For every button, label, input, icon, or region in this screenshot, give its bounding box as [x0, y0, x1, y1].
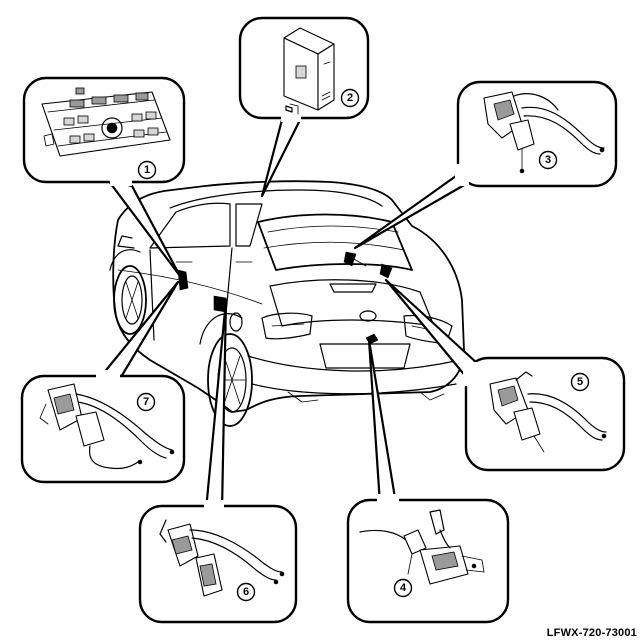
callout-number-7: 7: [143, 396, 149, 408]
callout-box-2: 2: [238, 16, 370, 122]
callout-number-2: 2: [347, 92, 353, 104]
callout-number-3-badge: 3: [538, 150, 558, 170]
audio-head-unit-icon: [41, 87, 171, 157]
trunk-lid-latch-icon: [359, 509, 485, 585]
callout-box-6: 6: [138, 500, 298, 624]
callout-number-1: 1: [144, 164, 150, 176]
front-door-lock-actuator-icon: [39, 383, 175, 470]
callout-number-2-badge: 2: [340, 88, 360, 108]
callout-number-5: 5: [577, 376, 583, 388]
callout-number-4-badge: 4: [393, 578, 413, 598]
callout-box-1: 1: [22, 76, 186, 186]
callout-number-6-badge: 6: [236, 582, 256, 602]
callout-box-7: 7: [20, 370, 186, 484]
callout-number-5-badge: 5: [570, 372, 590, 392]
callout-box-5: 5: [463, 356, 626, 472]
rear-door-lock-actuator-icon: [483, 91, 605, 174]
callout-number-6: 6: [243, 586, 249, 598]
pointer-6: [204, 298, 228, 512]
pointer-4: [367, 338, 398, 506]
callout-number-4: 4: [400, 582, 407, 594]
callout-box-3: 3: [455, 80, 618, 188]
front-door-lock-actuator-icon: [159, 519, 285, 597]
callout-number-3: 3: [545, 154, 551, 166]
control-module-icon: [283, 27, 335, 115]
callout-box-4: 4: [346, 494, 510, 624]
callout-pointers: [96, 114, 480, 512]
rear-door-lock-actuator-icon: [489, 371, 607, 453]
callout-number-1-badge: 1: [137, 160, 157, 180]
pointer-2: [260, 114, 302, 198]
pointer-3: [353, 164, 472, 250]
figure-code: LFWX-720-73001: [546, 627, 637, 639]
pointer-1: [106, 178, 182, 278]
callout-number-7-badge: 7: [136, 392, 156, 412]
pointer-7: [96, 280, 180, 384]
